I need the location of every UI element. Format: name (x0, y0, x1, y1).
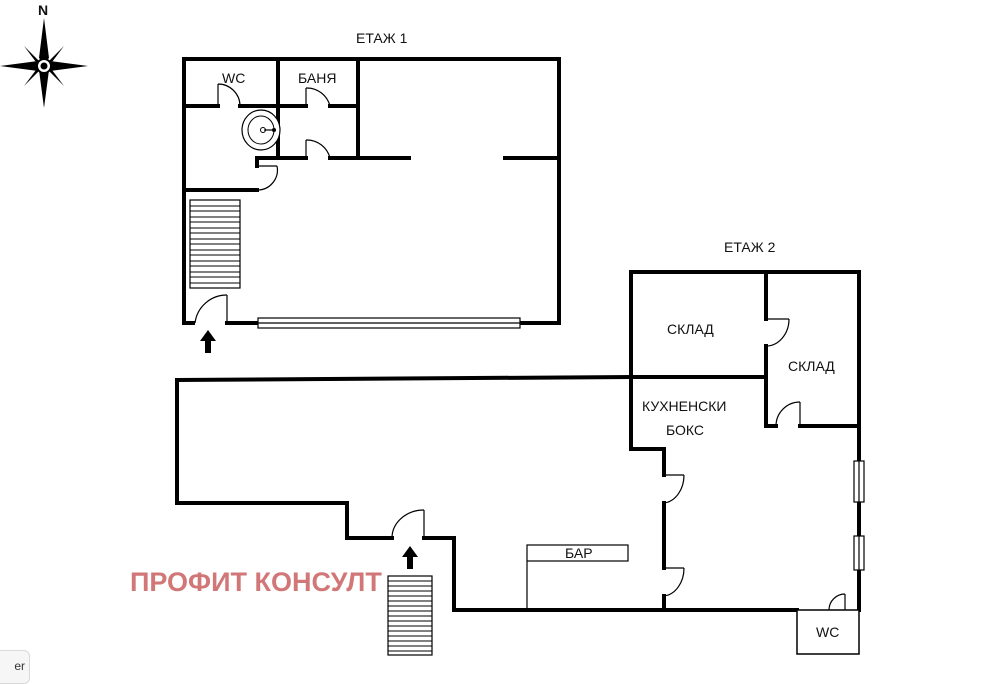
floor2-window-2 (853, 535, 865, 571)
floor1-hall-door (256, 165, 278, 191)
floor1-bath-door-top (305, 87, 331, 107)
compass-rose-icon (0, 18, 88, 108)
compass-north-label: N (38, 2, 48, 18)
floor1-entrance-door (194, 294, 228, 324)
floor2-wc-box (796, 609, 860, 655)
watermark-text: ПРОФИТ КОНСУЛТ (130, 567, 382, 597)
floor1-stairs-icon (189, 199, 241, 289)
floor2-entrance-arrow-icon (402, 546, 418, 569)
floor1-bathroom-label: БАНЯ (298, 70, 336, 86)
floor2-wc-door (828, 593, 846, 611)
corner-chip[interactable]: er (0, 650, 30, 684)
floor2-storage2-label: СКЛАД (788, 358, 835, 374)
floor2-storage2-door (775, 401, 801, 427)
bar-counter (526, 544, 629, 610)
floor2-window-1 (853, 460, 865, 503)
floor2-wc-label: WC (816, 624, 839, 640)
floor1-entrance-arrow-icon (200, 330, 216, 353)
floor2-entrance-door (391, 509, 425, 539)
floor2-kitchen-door (663, 474, 685, 504)
corner-chip-text: er (14, 659, 25, 673)
floor2-kitchen-label-line1: КУХНЕНСКИ (642, 398, 726, 414)
sink-icon (241, 109, 281, 151)
floor1-bath-door-bottom (305, 139, 331, 159)
floor2-storage1-label: СКЛАД (667, 321, 714, 337)
floor2-kitchen-label-line2: БОКС (666, 422, 704, 438)
floor1-wc-label: WC (222, 70, 245, 86)
floor1-wc-door (217, 83, 241, 107)
floor2-bar-door (663, 567, 685, 597)
floor2-stairs-icon (387, 575, 433, 656)
floor2-storage1-door (765, 318, 790, 347)
floor2-walls (174, 270, 861, 612)
floor2-bar-label: БАР (565, 545, 593, 561)
floor1-title: ЕТАЖ 1 (356, 30, 408, 46)
floor1-walls (182, 57, 561, 325)
floor1-window (257, 317, 521, 329)
floor2-title: ЕТАЖ 2 (724, 239, 776, 255)
